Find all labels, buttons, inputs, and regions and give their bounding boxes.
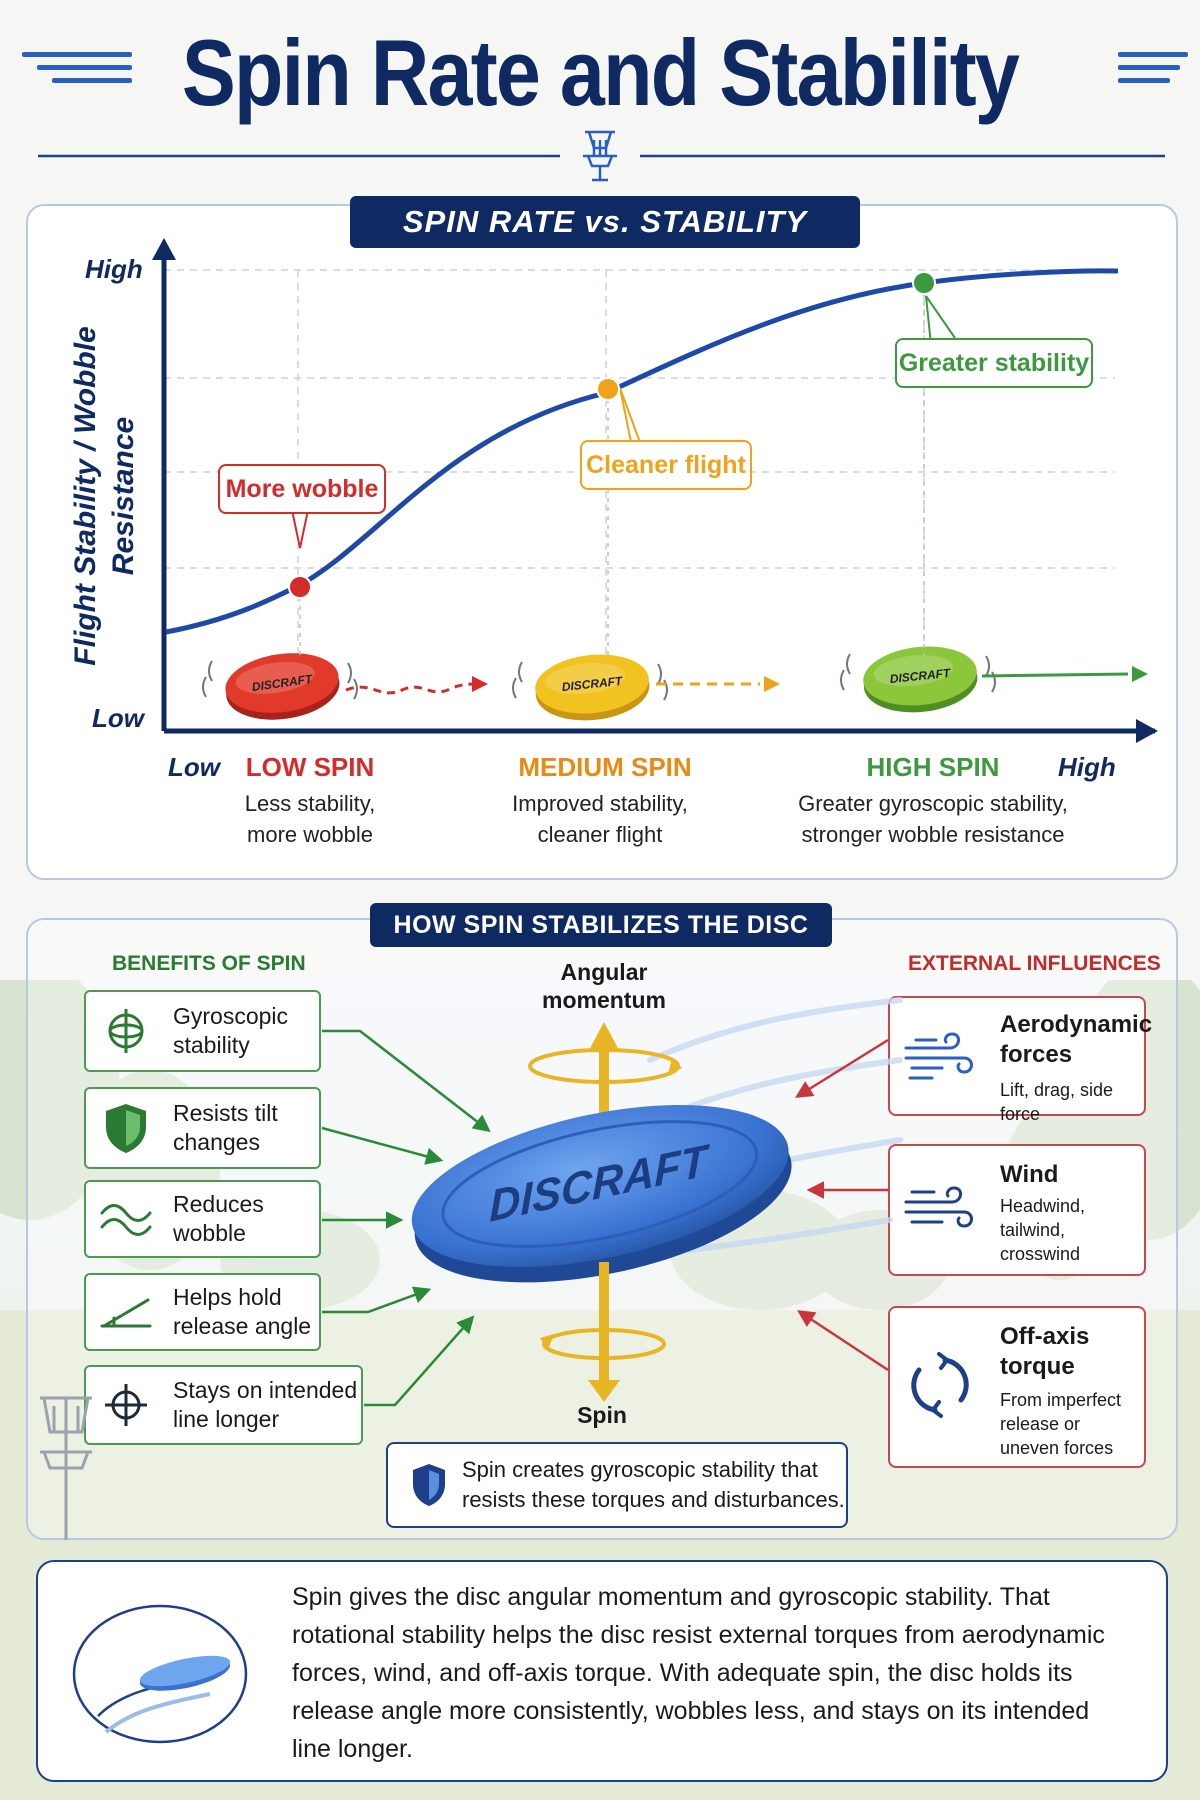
summary-text: Spin gives the disc angular momentum and… — [292, 1583, 1105, 1763]
motion-mark — [347, 662, 352, 684]
disc-golf-basket-icon — [583, 130, 617, 182]
benefit-arrows — [321, 1029, 491, 1407]
influences-heading: EXTERNAL INFLUENCES — [908, 952, 1161, 975]
motion-mark — [991, 671, 996, 693]
chart-discs: DISCRAFT DISCRAFT DISCRAFT — [202, 646, 1148, 721]
y-axis-arrow — [152, 238, 176, 260]
flight-arrowhead — [1132, 666, 1148, 682]
x-tick-high: High — [1058, 752, 1116, 782]
wave-icon — [98, 1182, 154, 1256]
disc-golf-basket-icon — [40, 1396, 92, 1540]
influence-wind: Wind Headwind,tailwind,crosswind — [888, 1144, 1146, 1276]
shield-icon — [410, 1462, 448, 1508]
chart-disc: DISCRAFT — [863, 646, 978, 713]
influence-arrows — [795, 1038, 889, 1372]
disc-brand-label: DISCRAFT — [889, 666, 952, 686]
curve-point — [596, 377, 620, 401]
flight-arrowhead — [764, 676, 780, 692]
disc-brand-label: DISCRAFT — [561, 674, 624, 694]
flying-disc-icon — [72, 1604, 248, 1744]
motion-mark — [985, 655, 990, 677]
motion-mark — [846, 653, 851, 675]
airflow-icon — [900, 1026, 980, 1086]
page-title: Spin Rate and Stability — [181, 20, 1020, 125]
callout-cleaner-flight: Cleaner flight — [580, 440, 752, 490]
disc-diagram: DISCRAFT — [40, 997, 903, 1540]
motion-mark — [840, 669, 845, 691]
high-spin-description: Greater gyroscopic stability, stronger w… — [798, 791, 1068, 847]
title-divider — [38, 130, 1165, 182]
medium-spin-description: Improved stability, cleaner flight — [512, 791, 688, 847]
angular-momentum-label: Angular momentum — [542, 959, 666, 1013]
motion-mark — [202, 676, 207, 698]
blue-disc: DISCRAFT — [411, 1105, 792, 1283]
flight-path — [981, 672, 1129, 678]
chart-section-tag: SPIN RATE vs. STABILITY — [350, 196, 860, 248]
title-stripes-left — [22, 52, 132, 94]
curve-point — [288, 575, 312, 599]
chart-disc: DISCRAFT — [535, 654, 650, 721]
callout-pointer — [291, 509, 309, 549]
medium-spin-label: MEDIUM SPIN — [518, 752, 692, 782]
gyroscope-icon — [98, 992, 154, 1070]
low-spin-label: LOW SPIN — [245, 752, 375, 782]
y-tick-high: High — [85, 254, 143, 284]
motion-mark — [663, 679, 668, 701]
title-stripes-right — [1118, 52, 1188, 94]
x-axis-arrow — [1136, 719, 1158, 743]
motion-mark — [353, 678, 358, 700]
low-spin-description: Less stability, more wobble — [244, 791, 376, 847]
flight-path — [345, 682, 477, 695]
high-spin-label: HIGH SPIN — [866, 752, 1000, 782]
motion-mark — [208, 660, 213, 682]
stabilize-section-tag: HOW SPIN STABILIZES THE DISC — [370, 903, 832, 947]
x-tick-low: Low — [168, 752, 220, 782]
disc-shine — [545, 663, 626, 695]
y-tick-low: Low — [92, 703, 144, 733]
disc-shine — [235, 662, 315, 694]
motion-mark — [518, 661, 523, 683]
chart-disc: DISCRAFT — [225, 653, 340, 720]
spin-label: Spin — [577, 1402, 627, 1428]
callout-more-wobble: More wobble — [218, 464, 386, 514]
rotation-icon — [900, 1350, 980, 1420]
benefits-heading: BENEFITS OF SPIN — [112, 952, 306, 975]
motion-mark — [512, 677, 517, 699]
note-line-1: Spin creates gyroscopic stability that — [462, 1457, 818, 1482]
chart-panel — [26, 204, 1178, 880]
curve-point — [912, 271, 936, 295]
summary-panel: Spin gives the disc angular momentum and… — [36, 1560, 1168, 1782]
motion-mark — [657, 663, 662, 685]
disc-top — [535, 654, 649, 714]
target-icon — [98, 1367, 154, 1443]
disc-shine — [873, 655, 954, 687]
disc-top — [225, 653, 339, 713]
wind-icon — [900, 1180, 980, 1240]
chart-axes — [152, 238, 1158, 743]
disc-top — [863, 646, 977, 706]
spin-axis-arrow — [540, 1262, 666, 1402]
callout-greater-stability: Greater stability — [895, 338, 1093, 388]
angle-icon — [98, 1275, 154, 1349]
note-line-2: resists these torques and disturbances. — [462, 1487, 845, 1512]
shield-icon — [98, 1089, 154, 1167]
stability-note: Spin creates gyroscopic stability that r… — [386, 1442, 848, 1528]
flight-arrowhead — [472, 676, 488, 692]
